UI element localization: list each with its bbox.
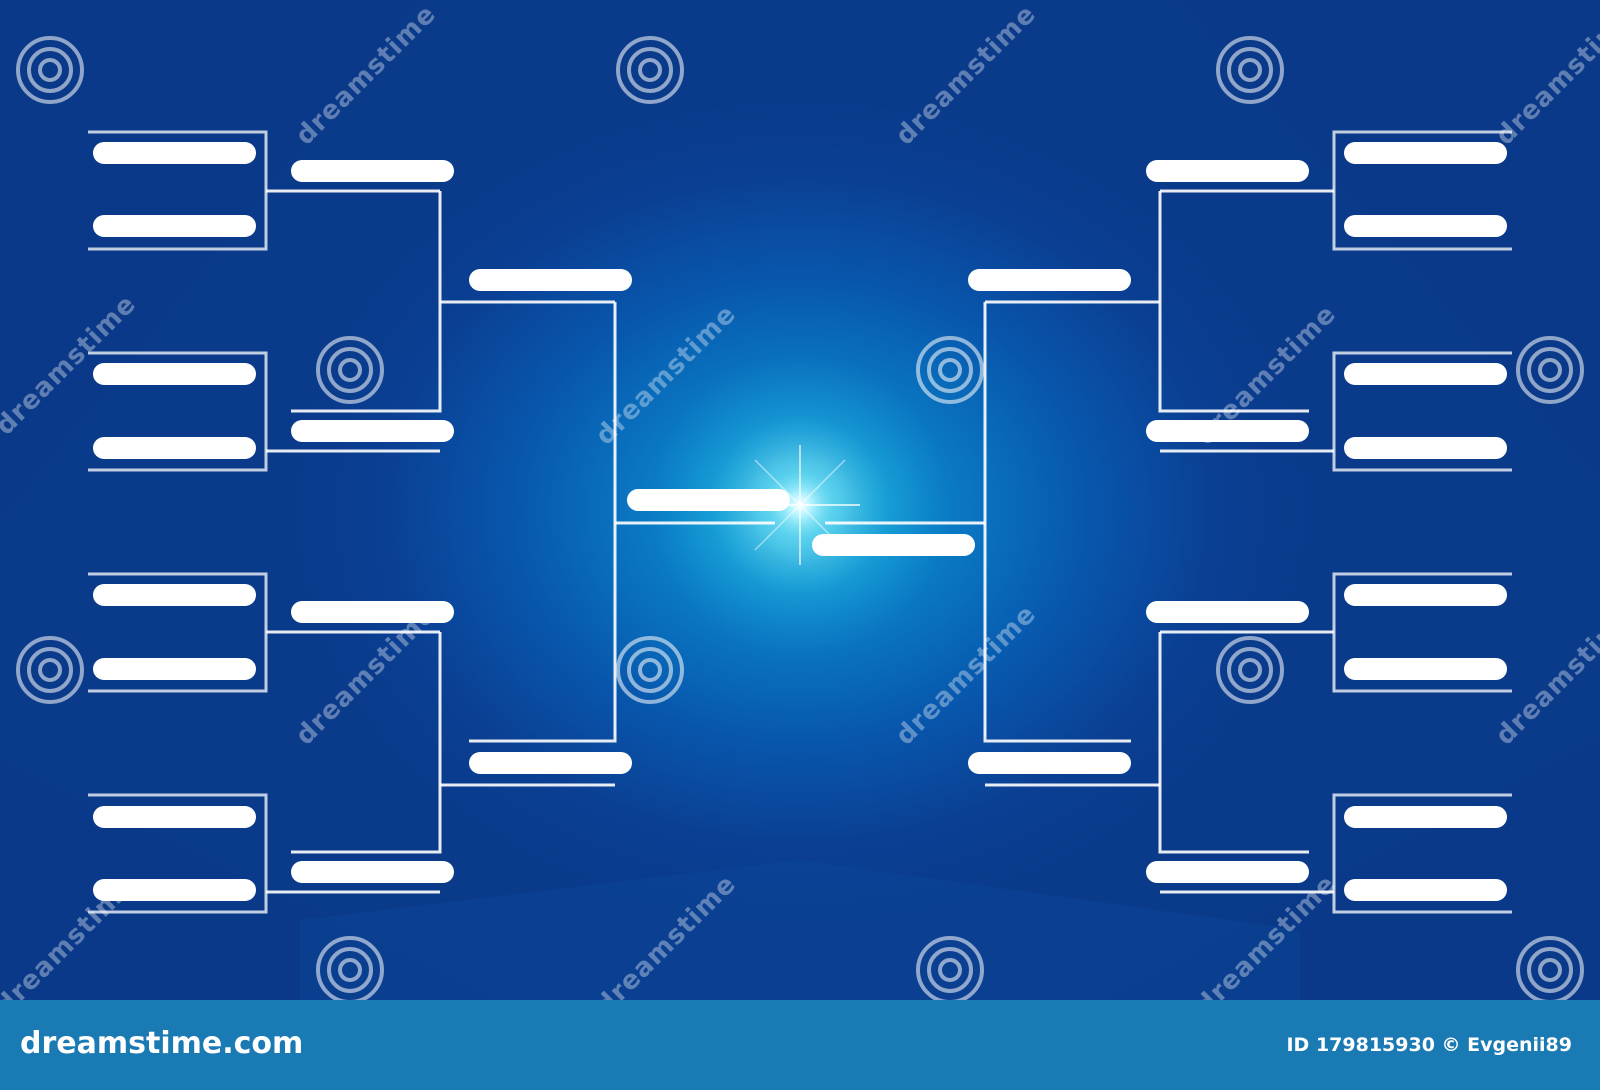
- spiral-icon: [1214, 634, 1286, 706]
- left-round3-bracket: [469, 302, 617, 743]
- right-round2-slot-4[interactable]: [1146, 861, 1309, 883]
- spiral-icon: [614, 34, 686, 106]
- left-round1-slot-8[interactable]: [93, 879, 256, 901]
- left-round3-slot-2[interactable]: [469, 752, 632, 774]
- left-round1-slot-6[interactable]: [93, 658, 256, 680]
- spiral-icon: [914, 934, 986, 1000]
- left-round2-slot-2[interactable]: [291, 420, 454, 442]
- tournament-bracket: [88, 130, 1512, 914]
- left-round1-box-2: [88, 351, 268, 472]
- spiral-icon: [314, 934, 386, 1000]
- right-round3-slot-1[interactable]: [968, 269, 1131, 291]
- left-round2-slot-1[interactable]: [291, 160, 454, 182]
- left-round1-slot-1[interactable]: [93, 142, 256, 164]
- bracket-slots: [93, 142, 1507, 901]
- right-round1-slot-7[interactable]: [1344, 806, 1507, 828]
- left-round1-slot-7[interactable]: [93, 806, 256, 828]
- left-round2-bracket-2: [291, 632, 442, 854]
- left-round2-slot-4[interactable]: [291, 861, 454, 883]
- right-round1-slot-5[interactable]: [1344, 584, 1507, 606]
- left-round1-slot-5[interactable]: [93, 584, 256, 606]
- right-round2-slot-2[interactable]: [1146, 420, 1309, 442]
- left-round1-box-4: [88, 793, 268, 914]
- dreamstime-logo: dreamstime.com: [20, 1026, 304, 1061]
- left-round3-slot-1[interactable]: [469, 269, 632, 291]
- left-round1-slot-2[interactable]: [93, 215, 256, 237]
- left-round2-bracket-1: [291, 191, 442, 413]
- spiral-icon: [1514, 334, 1586, 406]
- spiral-icon: [14, 34, 86, 106]
- right-round2-slot-3[interactable]: [1146, 601, 1309, 623]
- right-round1-slot-4[interactable]: [1344, 437, 1507, 459]
- spiral-icon: [14, 634, 86, 706]
- bracket-lines: [88, 130, 1512, 914]
- left-round2-slot-3[interactable]: [291, 601, 454, 623]
- right-round1-box-2: [1332, 351, 1512, 472]
- image-credit: ID 179815930 © Evgenii89: [1286, 1034, 1572, 1056]
- right-round2-bracket-1: [1158, 191, 1309, 413]
- center-light-flare: [650, 355, 950, 655]
- right-round1-slot-1[interactable]: [1344, 142, 1507, 164]
- right-round1-box-4: [1332, 793, 1512, 914]
- right-round1-slot-8[interactable]: [1344, 879, 1507, 901]
- right-round2-bracket-2: [1158, 632, 1309, 854]
- left-round1-slot-4[interactable]: [93, 437, 256, 459]
- right-round1-slot-3[interactable]: [1344, 363, 1507, 385]
- right-final-slot[interactable]: [812, 534, 975, 556]
- spiral-icon: [1514, 934, 1586, 1000]
- left-final-slot[interactable]: [627, 489, 790, 511]
- right-round3-slot-2[interactable]: [968, 752, 1131, 774]
- left-round1-slot-3[interactable]: [93, 363, 256, 385]
- spiral-icon: [314, 334, 386, 406]
- spiral-icon: [914, 334, 986, 406]
- footer-bar: dreamstime.com ID 179815930 © Evgenii89: [0, 1000, 1600, 1090]
- right-round3-bracket: [983, 302, 1131, 743]
- right-round1-slot-6[interactable]: [1344, 658, 1507, 680]
- right-round1-slot-2[interactable]: [1344, 215, 1507, 237]
- right-round2-slot-1[interactable]: [1146, 160, 1309, 182]
- spiral-icon: [614, 634, 686, 706]
- spiral-icon: [1214, 34, 1286, 106]
